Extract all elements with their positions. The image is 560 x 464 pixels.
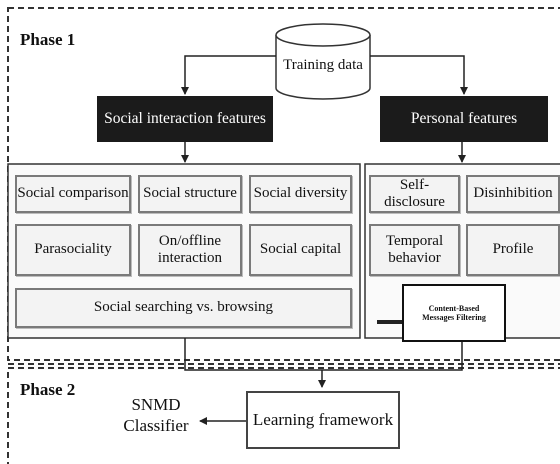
social-capital-cell: Social capital <box>249 224 352 276</box>
disinhibition-cell: Disinhibition <box>466 175 560 213</box>
content-based-messages-filtering-box: Content-Based Messages Filtering <box>402 284 506 342</box>
arrow-to-social <box>181 55 276 95</box>
profile-cell: Profile <box>466 224 560 276</box>
personal-features-header: Personal features <box>380 96 548 142</box>
social-diversity-cell: Social diversity <box>249 175 352 213</box>
phase1-frame <box>7 7 560 361</box>
learning-framework-box: Learning framework <box>246 391 400 449</box>
phase2-label: Phase 2 <box>20 380 76 399</box>
phase1-label: Phase 1 <box>20 30 76 49</box>
temporal-behavior-cell: Temporal behavior <box>369 224 460 276</box>
self-disclosure-cell: Self-disclosure <box>369 175 460 213</box>
arrow-merge-personal <box>322 338 463 371</box>
phase2-frame <box>7 367 560 464</box>
arrow-merge-social <box>184 338 322 371</box>
social-comparison-cell: Social comparison <box>15 175 131 213</box>
arrow-to-personal <box>370 55 468 95</box>
snmd-classifier-label: SNMD Classifier <box>123 395 189 436</box>
parasociality-cell: Parasociality <box>15 224 131 276</box>
social-searching-browsing-cell: Social searching vs. browsing <box>15 288 352 328</box>
social-interaction-features-header: Social interaction features <box>97 96 273 142</box>
training-data-label: Training data <box>283 57 363 74</box>
on-offline-interaction-cell: On/offline interaction <box>138 224 242 276</box>
social-structure-cell: Social structure <box>138 175 242 213</box>
training-data-cylinder <box>275 23 371 100</box>
